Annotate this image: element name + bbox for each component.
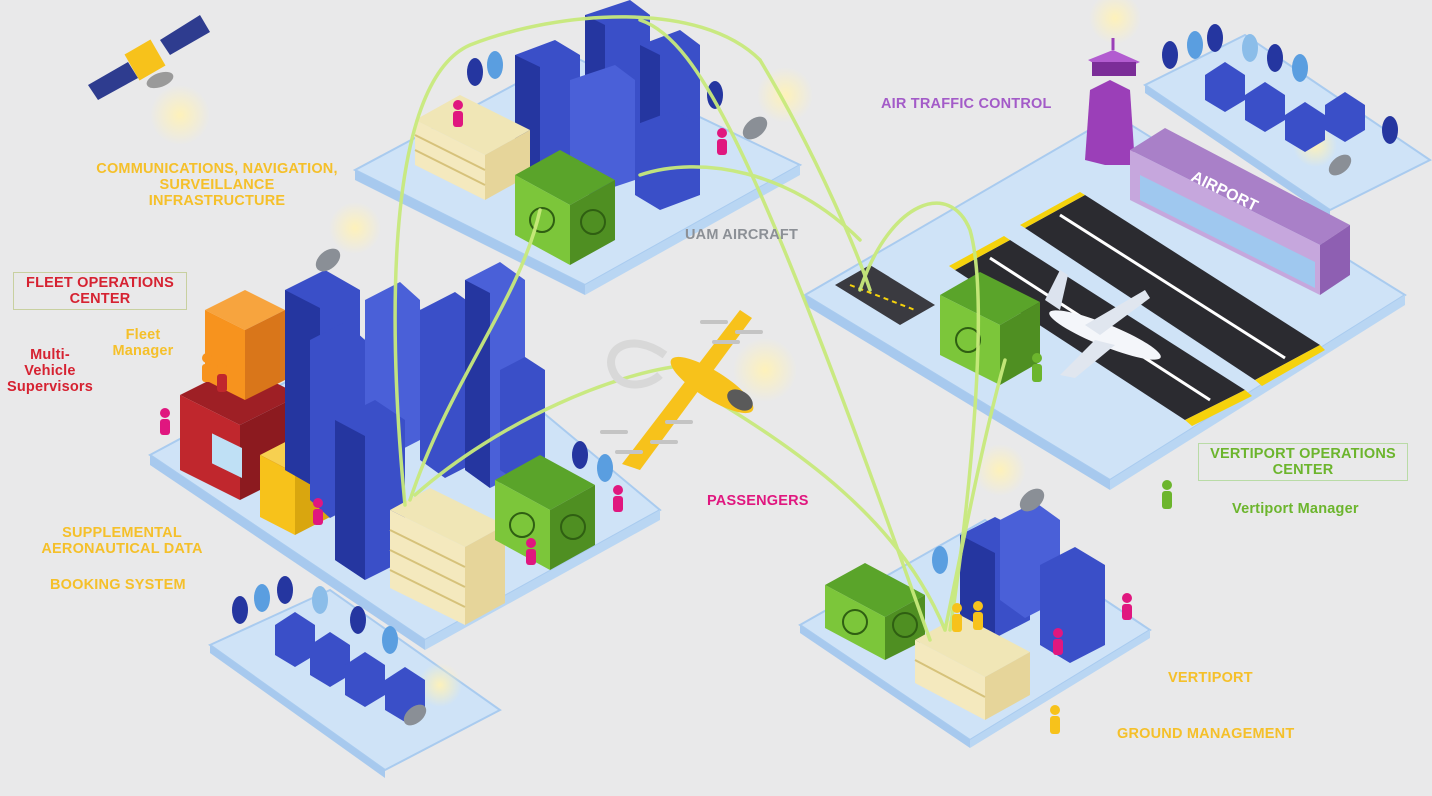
tree-icon (232, 24, 1398, 654)
buildings-top-city (414, 0, 700, 265)
fleet-manager-line-1: Fleet (125, 327, 161, 343)
passengers-label: PASSENGERS (707, 493, 809, 509)
ground-management-label: GROUND MANAGEMENT (1117, 726, 1295, 742)
control-tower-icon (1085, 38, 1140, 165)
fleet-manager-label: Fleet Manager (105, 327, 181, 359)
fleet-manager-line-2: Manager (112, 343, 174, 359)
cns-line-2: SURVEILLANCE (159, 177, 275, 193)
flight-paths (393, 15, 1007, 642)
multi-vehicle-line-3: Supervisors (6, 379, 93, 395)
supplemental-line-1: SUPPLEMENTAL (62, 525, 182, 541)
wifi-signal-icon (150, 0, 1337, 707)
airplane-icon (1045, 270, 1161, 378)
person-icon (160, 100, 1172, 734)
multi-vehicle-line-2: Vehicle (24, 363, 76, 379)
vertiport-operations-center-label: VERTIPORT OPERATIONS CENTER (1198, 443, 1408, 481)
booking-system-label: BOOKING SYSTEM (50, 577, 186, 593)
uam-aircraft-label: UAM AIRCRAFT (685, 227, 799, 243)
buildings-vertiport (825, 502, 1105, 720)
supplemental-aeronautical-data-label: SUPPLEMENTAL AERONAUTICAL DATA (36, 525, 208, 557)
uam-aircraft-icon (600, 310, 763, 470)
buildings-main-city (180, 262, 595, 625)
vertiport-label: VERTIPORT (1168, 670, 1253, 686)
vertiport-manager-label: Vertiport Manager (1232, 501, 1359, 517)
satellite-icon (88, 15, 210, 100)
green-hub-airport (940, 272, 1040, 385)
cns-infrastructure-label: COMMUNICATIONS, NAVIGATION, SURVEILLANCE… (86, 161, 348, 209)
vertiport-ops-line-1: VERTIPORT OPERATIONS (1210, 446, 1396, 462)
fleet-ops-line-1: FLEET OPERATIONS (26, 275, 174, 291)
multi-vehicle-line-1: Multi- (30, 347, 70, 363)
house-icon (275, 62, 1365, 722)
fleet-ops-line-2: CENTER (69, 291, 131, 307)
airport-terminal: AIRPORT (1130, 128, 1350, 295)
fleet-operations-center-label: FLEET OPERATIONS CENTER (13, 272, 187, 310)
vertiport-ops-line-2: CENTER (1272, 462, 1334, 478)
multi-vehicle-supervisors-label: Multi- Vehicle Supervisors (2, 347, 98, 395)
satellite-dish-icon (315, 116, 1352, 726)
supplemental-line-2: AERONAUTICAL DATA (41, 541, 203, 557)
cns-line-3: INFRASTRUCTURE (148, 193, 286, 209)
cns-line-1: COMMUNICATIONS, NAVIGATION, (96, 161, 338, 177)
air-traffic-control-label: AIR TRAFFIC CONTROL (881, 96, 1052, 112)
